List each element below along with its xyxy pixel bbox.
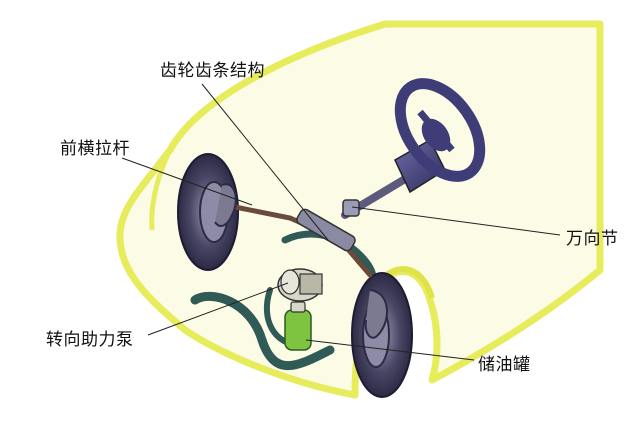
steering-wheel (394, 78, 486, 182)
front-right-tire (351, 272, 413, 398)
leader-reservoir (305, 339, 475, 361)
reservoir-tank (284, 301, 312, 351)
leader-pump (147, 282, 289, 336)
label-reservoir: 储油罐 (478, 355, 531, 375)
label-power-steering-pump: 转向助力泵 (46, 330, 134, 350)
leader-ujoint (351, 206, 561, 236)
power-steering-pump (277, 268, 323, 302)
label-front-tie-rod: 前横拉杆 (60, 139, 130, 159)
label-rack-and-pinion: 齿轮齿条结构 (160, 61, 265, 81)
front-left-tire (177, 153, 239, 271)
label-universal-joint: 万向节 (566, 229, 619, 249)
hose-long (190, 291, 335, 371)
right-steering-knuckle (364, 289, 389, 339)
left-steering-knuckle (214, 183, 237, 227)
leader-gear (201, 83, 329, 241)
leader-tie-rod (121, 157, 253, 206)
left-wheel-arch (149, 148, 173, 231)
